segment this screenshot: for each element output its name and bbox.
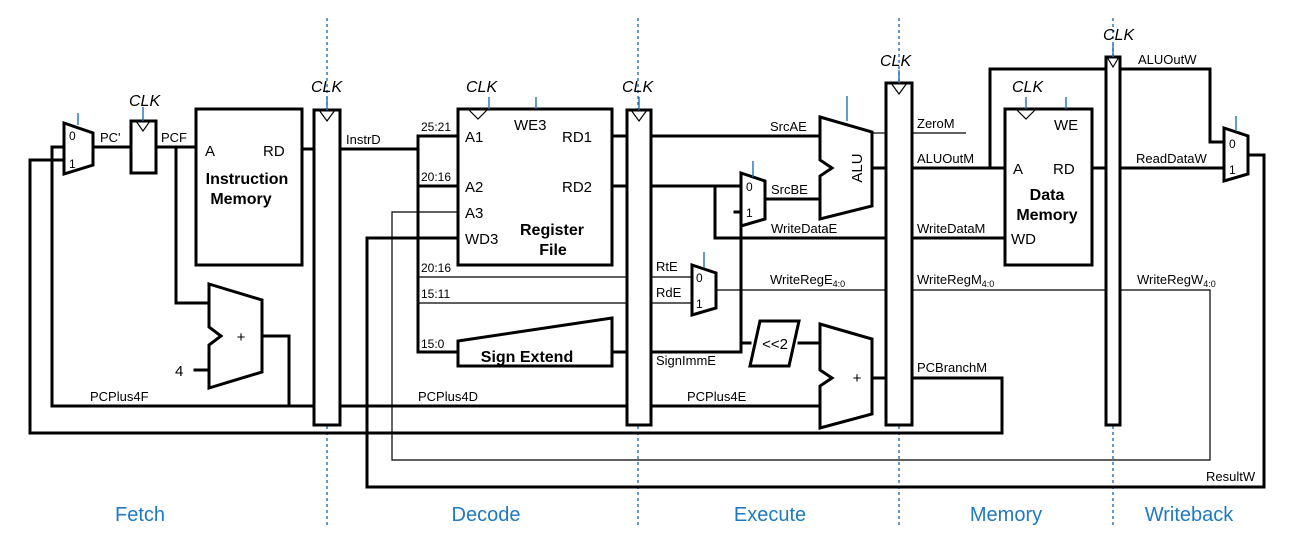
dmem-port-rd: RD	[1053, 161, 1075, 178]
pc-mux-label-1: 1	[69, 157, 76, 171]
result-mux	[1222, 125, 1250, 183]
srcb-mux-label-0: 0	[746, 180, 753, 194]
shift-left-2	[748, 319, 801, 368]
pipeline-register-mem-wb	[1104, 55, 1122, 427]
stage-label-fetch: Fetch	[115, 504, 165, 526]
writereg-mux-label-1: 1	[696, 297, 703, 311]
alu-label: ALU	[849, 153, 866, 182]
stage-label-execute: Execute	[734, 504, 806, 526]
functional-blocks	[194, 107, 1094, 430]
regfile-title-line1: Register	[520, 222, 584, 239]
signal-pc-prime: PC'	[100, 130, 121, 145]
branch-adder-plus: +	[853, 370, 862, 387]
alu	[818, 115, 874, 221]
pc-adder	[207, 281, 264, 391]
imem-title-line2: Memory	[210, 191, 271, 208]
signal-rde: RdE	[656, 285, 682, 300]
signal-pcbranchm: PCBranchM	[917, 360, 987, 375]
stage-label-decode: Decode	[452, 504, 521, 526]
pipeline-register-ex-mem	[884, 81, 914, 427]
imem-port-a: A	[205, 143, 215, 160]
dmem-port-a: A	[1013, 161, 1023, 178]
sign-extend	[456, 316, 614, 368]
data-memory	[1003, 107, 1094, 267]
bitfield-25-21: 25:21	[421, 120, 451, 134]
signal-pcf: PCF	[161, 130, 187, 145]
signal-rte: RtE	[656, 259, 678, 274]
pc-adder-plus: +	[237, 329, 246, 346]
pc-mux	[62, 120, 95, 177]
signal-aluoutm: ALUOutM	[917, 151, 974, 166]
clk-label-if-id: CLK	[311, 79, 343, 96]
wires	[28, 67, 1266, 489]
imem-port-rd: RD	[263, 143, 285, 160]
bitfield-20-16: 20:16	[421, 170, 451, 184]
srcb-mux	[739, 170, 767, 228]
regfile-port-a2: A2	[465, 179, 483, 196]
signal-writerege: WriteRegE4:0	[770, 272, 845, 289]
result-mux-label-1: 1	[1229, 163, 1236, 177]
regfile-port-rd2: RD2	[562, 179, 592, 196]
regfile-port-a1: A1	[465, 129, 483, 146]
signal-srcbe: SrcBE	[771, 182, 808, 197]
signal-readdataw: ReadDataW	[1136, 151, 1208, 166]
result-mux-label-0: 0	[1229, 137, 1236, 151]
pc-register	[129, 119, 158, 175]
pipeline-registers	[312, 55, 1122, 427]
bitfield-20-16-rt: 20:16	[421, 261, 451, 275]
writereg-mux-label-0: 0	[696, 271, 703, 285]
imem-title-line1: Instruction	[206, 171, 289, 188]
clock-ticks	[77, 44, 1237, 268]
regfile-port-rd1: RD1	[562, 129, 592, 146]
bitfield-15-11: 15:11	[421, 287, 450, 301]
instruction-memory	[194, 107, 304, 267]
shift-left-2-label: <<2	[762, 336, 788, 353]
clk-label-regfile: CLK	[466, 79, 498, 96]
constant-four: 4	[175, 363, 183, 380]
clk-label-id-ex: CLK	[622, 79, 654, 96]
signal-zerom: ZeroM	[917, 116, 955, 131]
pc-mux-label-0: 0	[69, 129, 76, 143]
multiplexers	[62, 120, 1250, 317]
regfile-title-line2: File	[539, 242, 567, 259]
signal-srcae: SrcAE	[770, 119, 807, 134]
signal-aluoutw: ALUOutW	[1138, 52, 1197, 67]
signal-writedatam: WriteDataM	[917, 221, 985, 236]
pipeline-register-if-id	[312, 108, 342, 427]
signal-pcplus4f: PCPlus4F	[90, 389, 149, 404]
signal-resultw: ResultW	[1206, 469, 1256, 484]
regfile-port-a3: A3	[465, 205, 483, 222]
clk-label-ex-mem: CLK	[880, 53, 912, 70]
stage-label-writeback: Writeback	[1145, 504, 1235, 526]
sign-extend-label: Sign Extend	[481, 349, 573, 366]
clk-label-pc: CLK	[129, 93, 161, 110]
signal-instrd: InstrD	[346, 132, 381, 147]
signal-pcplus4d: PCPlus4D	[418, 389, 478, 404]
pipeline-register-id-ex	[625, 108, 653, 427]
signal-signimme: SignImmE	[656, 353, 716, 368]
branch-adder	[818, 322, 874, 430]
srcb-mux-label-1: 1	[746, 206, 753, 220]
writereg-mux	[690, 262, 718, 317]
stage-label-memory: Memory	[970, 504, 1042, 526]
regfile-port-we3: WE3	[514, 117, 547, 134]
dmem-title-line1: Data	[1030, 187, 1065, 204]
dmem-port-wd: WD	[1011, 231, 1036, 248]
dmem-port-we: WE	[1054, 117, 1078, 134]
signal-writeregw: WriteRegW4:0	[1137, 272, 1216, 289]
clk-label-mem-wb: CLK	[1103, 27, 1135, 44]
regfile-port-wd3: WD3	[465, 231, 498, 248]
dmem-title-line2: Memory	[1016, 207, 1077, 224]
clk-label-dmem: CLK	[1012, 79, 1044, 96]
signal-pcplus4e: PCPlus4E	[687, 389, 747, 404]
bitfield-15-0: 15:0	[421, 337, 445, 351]
signal-writedatae: WriteDataE	[771, 221, 838, 236]
register-file	[456, 107, 614, 267]
signal-writeregm: WriteRegM4:0	[917, 272, 994, 289]
